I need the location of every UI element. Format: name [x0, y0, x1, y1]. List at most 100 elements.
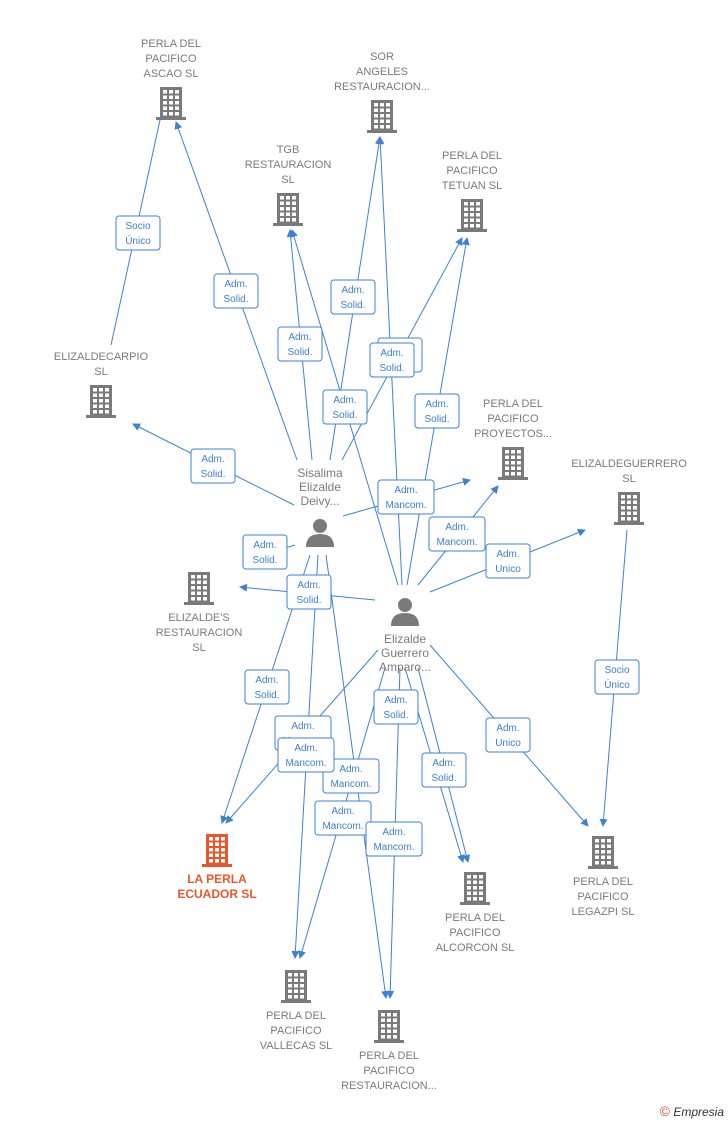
company-label: SL [94, 366, 107, 378]
building-icon [498, 447, 528, 480]
relation-label-text: Adm. [382, 827, 405, 838]
relation-label[interactable]: Adm.Solid. [286, 574, 332, 610]
brand-name[interactable]: Empresia [673, 1105, 724, 1119]
building-icon [614, 492, 644, 525]
relation-label[interactable]: Adm.Mancom. [314, 800, 372, 836]
company-node-tetuan[interactable]: PERLA DEL PACIFICO TETUAN SL [442, 150, 503, 232]
relation-label-text: Adm. [394, 485, 417, 496]
relation-label-text: Adm. [445, 522, 468, 533]
company-label: PROYECTOS... [474, 428, 552, 440]
relation-label[interactable]: Adm. Solid. [190, 448, 236, 484]
company-label: PERLA DEL [359, 1050, 419, 1062]
person-label: Elizalde [299, 480, 341, 494]
building-icon [367, 100, 397, 133]
relation-label[interactable]: Adm. Mancom. [428, 516, 486, 552]
company-node-restauracion[interactable]: PERLA DELPACIFICORESTAURACION... [341, 1010, 437, 1092]
relation-label[interactable]: Adm.Mancom. [277, 737, 335, 773]
relation-label[interactable]: Adm.Solid. [213, 273, 259, 309]
company-label: SL [622, 473, 635, 485]
company-label: TETUAN SL [442, 180, 503, 192]
building-icon [457, 199, 487, 232]
company-label: PERLA DEL [266, 1010, 326, 1022]
relation-label-text: Único [604, 678, 630, 691]
relation-label-text: Mancom. [436, 537, 477, 548]
company-label: PACIFICO [487, 413, 539, 425]
company-label: RESTAURACION... [341, 1080, 437, 1092]
relation-label-text: Adm. [339, 764, 362, 775]
relation-label[interactable]: Adm.Solid. [322, 389, 368, 425]
building-icon [202, 834, 232, 867]
relation-label-text: Adm. [331, 806, 354, 817]
relation-label-text: Adm. [341, 285, 364, 296]
company-label: PACIFICO [270, 1025, 322, 1037]
relation-label[interactable]: Adm.Solid. [277, 326, 323, 362]
building-icon [273, 193, 303, 226]
relation-label-text: Adm. [201, 454, 224, 465]
relation-label-text: Adm. [384, 695, 407, 706]
company-node-guerrero[interactable]: ELIZALDEGUERRERO SL [571, 458, 687, 525]
building-icon [374, 1010, 404, 1043]
relation-label-text: Solid. [287, 347, 312, 358]
building-icon [86, 385, 116, 418]
relation-label[interactable]: Adm.Unico [485, 543, 531, 579]
company-label: PACIFICO [446, 165, 498, 177]
company-node-sor[interactable]: SORANGELESRESTAURACION... [334, 51, 430, 133]
company-node-proyectos[interactable]: PERLA DELPACIFICOPROYECTOS... [474, 398, 552, 480]
company-label: ECUADOR SL [177, 887, 256, 901]
relation-label[interactable]: Adm.Mancom. [365, 821, 423, 857]
company-label: PACIFICO [145, 53, 197, 65]
person-label: Elizalde [384, 632, 426, 646]
relation-label-text: Solid. [424, 414, 449, 425]
relation-label-text: Solid. [254, 690, 279, 701]
relation-label-text: Adm. [496, 723, 519, 734]
company-label: TGB [277, 144, 300, 156]
relation-label-text: Solid. [223, 294, 248, 305]
relation-label-text: Solid. [200, 469, 225, 480]
company-label: RESTAURACION [245, 159, 332, 171]
relation-label[interactable]: Adm.Mancom. [377, 479, 435, 515]
company-label: LA PERLA [187, 872, 247, 886]
building-icon [156, 87, 186, 120]
company-label: RESTAURACION [156, 627, 243, 639]
relation-label[interactable]: Adm.Solid. [330, 279, 376, 315]
relation-label-text: Adm. [253, 540, 276, 551]
relation-label-text: Mancom. [330, 779, 371, 790]
relation-label[interactable]: Adm.Solid. [244, 669, 290, 705]
relation-label-text: Mancom. [285, 758, 326, 769]
relation-label[interactable]: Adm.Solid. [242, 534, 288, 570]
company-label: PERLA DEL [445, 912, 505, 924]
relation-label[interactable]: Adm.Solid. [414, 393, 460, 429]
relation-label[interactable]: Adm.Solid. [373, 689, 419, 725]
company-label: ELIZALDEGUERRERO [571, 458, 687, 470]
relation-label-text: Solid. [431, 773, 456, 784]
company-label: SOR [370, 51, 394, 63]
company-label: PERLA DEL [442, 150, 502, 162]
building-icon [281, 970, 311, 1003]
relation-label-text: Único [125, 234, 151, 247]
relation-label[interactable]: Adm. Mancom. [322, 758, 380, 794]
footer: © Empresia [660, 1103, 724, 1119]
person-label: Deivy... [300, 494, 339, 508]
relation-label-text: Adm. [333, 395, 356, 406]
company-label: RESTAURACION... [334, 81, 430, 93]
person-node-sisalima[interactable]: SisalimaElizaldeDeivy... [297, 466, 343, 547]
company-label: ASCAO SL [143, 68, 198, 80]
relation-label[interactable]: Adm.Solid. [421, 752, 467, 788]
company-label: ELIZALDE'S [168, 612, 229, 624]
relation-label-text: Solid. [296, 595, 321, 606]
relation-label[interactable]: Adm.Unico [485, 717, 531, 753]
relation-label[interactable]: Adm.Solid. [369, 342, 415, 378]
person-node-amparo[interactable]: ElizaldeGuerreroAmparo... [379, 598, 431, 674]
relation-label-text: Solid. [379, 363, 404, 374]
